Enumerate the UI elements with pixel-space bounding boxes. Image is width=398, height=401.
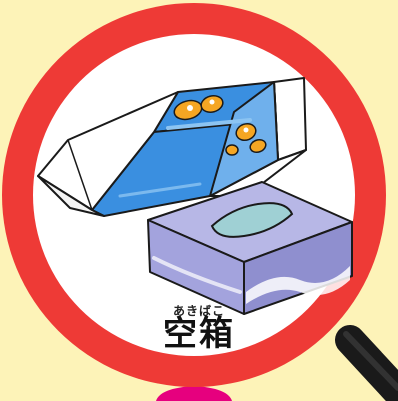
magnifier-handle-icon bbox=[335, 325, 398, 401]
caption-ruby: あきばこ bbox=[172, 304, 225, 318]
magnifier-tip-icon bbox=[156, 386, 232, 401]
cereal-box-icon bbox=[37, 77, 307, 217]
tissue-box-icon bbox=[147, 181, 353, 315]
caption-label: 空箱 bbox=[163, 314, 235, 354]
